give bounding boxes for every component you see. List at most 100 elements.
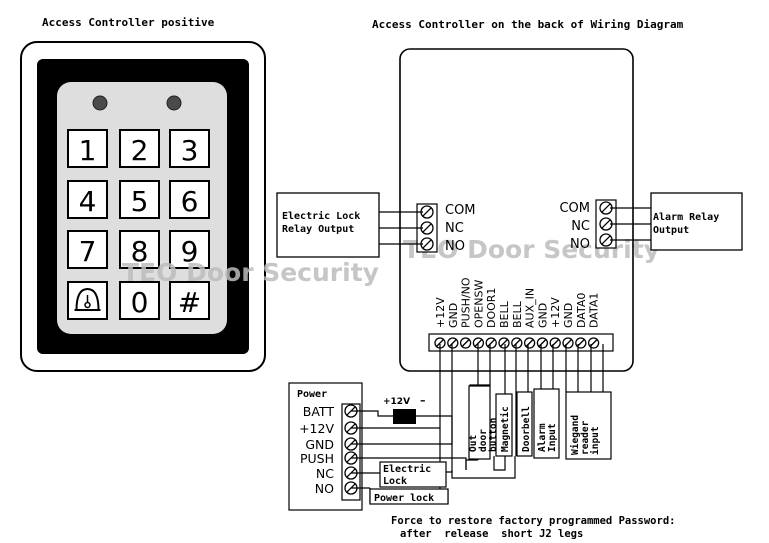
key-face	[169, 230, 210, 269]
wiegand-label: reader	[580, 420, 591, 455]
screw-terminal	[485, 337, 497, 349]
left-relay-screws	[420, 205, 434, 251]
alarm-input-label: Input	[547, 423, 558, 452]
key-label: 5	[131, 185, 149, 218]
electric-lock-label-1: Electric	[383, 463, 431, 475]
screw-terminal	[420, 237, 434, 251]
right-terminal-com: COM	[559, 201, 590, 216]
key-face	[67, 129, 108, 168]
keypad-title: Access Controller positive	[42, 16, 215, 29]
power-title: Power	[297, 389, 327, 400]
key-label: 9	[181, 235, 199, 268]
key-6[interactable]: 6	[169, 180, 210, 219]
battery-icon	[393, 409, 416, 424]
key-4[interactable]: 4	[67, 180, 108, 219]
electric-lock-box	[379, 461, 447, 488]
right-relay-screws	[599, 201, 613, 247]
power-terminal-label: GND	[305, 437, 334, 452]
power-terminal-label: BATT	[303, 404, 335, 419]
wiring-title: Access Controller on the back of Wiring …	[372, 18, 684, 31]
bottom-terminal-label: DATA1	[588, 293, 601, 328]
alarm-relay-label-1: Alarm Relay	[653, 212, 719, 223]
screw-terminal	[575, 337, 587, 349]
bottom-terminal-label: +12V	[434, 297, 447, 328]
bottom-terminal-screws	[434, 337, 600, 349]
bottom-terminal-label: AUX_IN	[524, 288, 537, 328]
key-face	[169, 180, 210, 219]
right-terminal-no: NO	[570, 237, 590, 252]
key-8[interactable]: 8	[119, 230, 160, 269]
alarm-relay-label-2: Output	[653, 225, 689, 236]
electric-lock-relay-box	[276, 192, 380, 258]
wiegand-box	[565, 391, 612, 460]
screw-terminal	[536, 337, 549, 349]
key-face	[119, 129, 160, 168]
key-5[interactable]: 5	[119, 180, 160, 219]
magnetic-label: Magnetic	[500, 406, 511, 452]
footer-line-1: Force to restore factory programmed Pass…	[391, 515, 675, 527]
doorbell-box	[516, 391, 533, 457]
key-face	[119, 180, 160, 219]
alarm-input-label: Alarm	[537, 423, 548, 452]
key-7[interactable]: 7	[67, 230, 108, 269]
key-hash[interactable]: #	[169, 281, 210, 320]
out-door-button-label: button	[488, 418, 499, 452]
doorbell-label: Doorbell	[521, 406, 532, 452]
key-label: 1	[79, 134, 97, 167]
screw-terminal	[511, 337, 523, 349]
power-lock-label: Power lock	[374, 493, 434, 504]
key-label: 4	[79, 185, 97, 218]
key-0[interactable]: 0	[119, 281, 160, 320]
key-face	[67, 230, 108, 269]
key-9[interactable]: 9	[169, 230, 210, 269]
key-label: 2	[131, 134, 149, 167]
led-indicator-right	[166, 95, 182, 111]
bottom-terminal-label: DATA0	[575, 293, 588, 328]
key-3[interactable]: 3	[169, 129, 210, 168]
power-terminal-label: PUSH	[300, 451, 334, 466]
key-2[interactable]: 2	[119, 129, 160, 168]
screw-terminal	[562, 337, 574, 349]
out-door-button-box	[468, 385, 491, 460]
screw-terminal	[599, 217, 613, 231]
key-label: 6	[181, 185, 199, 218]
wiegand-label: input	[590, 426, 601, 455]
bottom-terminal-label: BELL	[511, 300, 524, 328]
key-bell[interactable]	[67, 281, 108, 320]
bottom-terminal-label: DOOR1	[485, 288, 498, 328]
wiegand-label: Wiegand	[570, 415, 581, 455]
out-door-button-label: door	[478, 429, 489, 452]
bottom-terminal-label: PUSH/NO	[460, 277, 473, 328]
watermark-right: TEO Door Security	[403, 235, 660, 264]
screw-terminal	[599, 201, 613, 215]
led-indicator-left	[92, 95, 108, 111]
battery-plus-label: +12V	[383, 397, 410, 407]
screw-terminal	[420, 205, 434, 219]
bell-icon	[74, 287, 101, 311]
bottom-terminal-label: GND	[447, 303, 460, 328]
key-face	[169, 281, 210, 320]
key-face	[67, 180, 108, 219]
battery-minus-label: –	[420, 394, 426, 407]
bottom-terminal-label: BELL	[498, 300, 511, 328]
out-door-button-label: Out	[468, 435, 479, 452]
screw-terminal	[523, 337, 536, 349]
key-face	[119, 230, 160, 269]
alarm-input-box	[533, 388, 560, 459]
electric-lock-label-2: Lock	[383, 476, 407, 487]
key-label: #	[178, 286, 201, 319]
key-face	[119, 281, 160, 320]
key-1[interactable]: 1	[67, 129, 108, 168]
power-terminal-label: NO	[315, 481, 334, 496]
key-label: 8	[131, 235, 149, 268]
bottom-terminal-label: GND	[536, 303, 549, 328]
watermark-left: TEO Door Security	[122, 258, 379, 287]
electric-lock-relay-label-2: Relay Output	[282, 224, 354, 235]
power-terminal-label: NC	[316, 466, 334, 481]
